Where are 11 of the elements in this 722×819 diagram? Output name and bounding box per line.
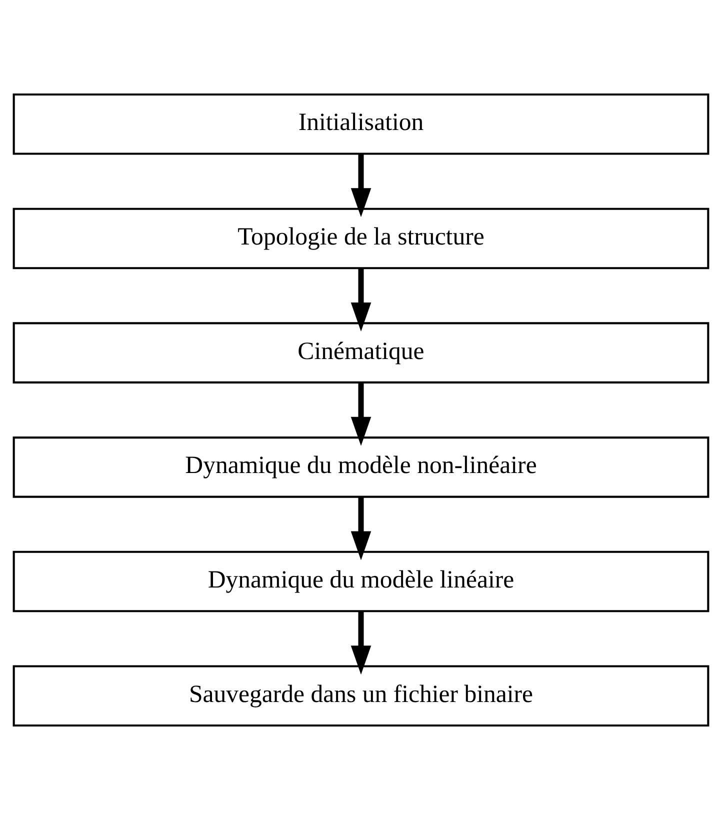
node-box: Dynamique du modèle linéaire [12, 550, 710, 612]
node-box: Topologie de la structure [12, 207, 710, 269]
node-box: Sauvegarde dans un fichier binaire [12, 664, 710, 726]
arrow [350, 268, 372, 332]
arrow [350, 496, 372, 560]
node-box: Dynamique du modèle non-linéaire [12, 436, 710, 498]
arrow [350, 611, 372, 674]
node-box: Cinématique [12, 322, 710, 383]
arrow [350, 154, 372, 217]
arrow [350, 382, 372, 446]
node-box: Initialisation [12, 92, 710, 154]
